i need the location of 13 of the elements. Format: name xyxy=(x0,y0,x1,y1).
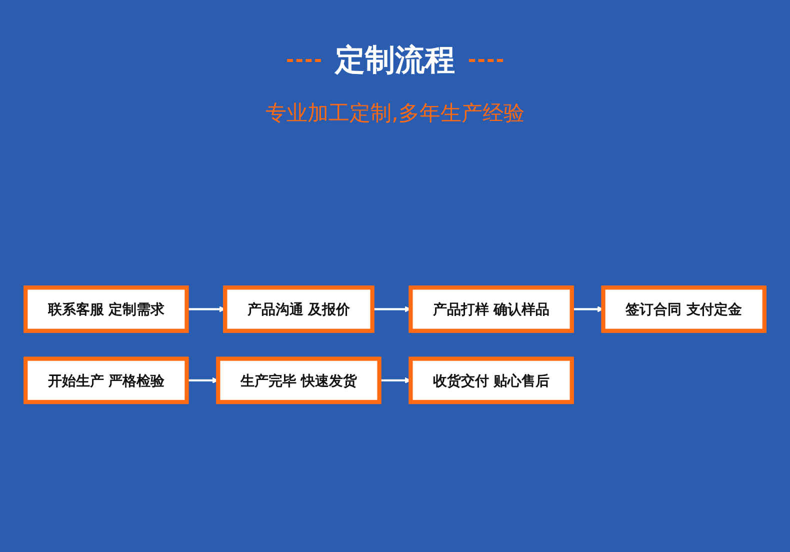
node-box: 产品打样 确认样品 xyxy=(408,286,574,334)
title: 定制流程 xyxy=(335,42,455,80)
arrow xyxy=(186,378,218,384)
node-box: 签订合同 支付定金 xyxy=(601,286,766,334)
subtitle: 专业加工定制,多年生产经验 xyxy=(264,100,526,127)
node-box: 收货交付 贴心售后 xyxy=(408,356,574,404)
arrow xyxy=(379,378,411,384)
arrow xyxy=(186,306,226,312)
node-box: 开始生产 严格检验 xyxy=(24,356,189,404)
node-box: 生产完毕 快速发货 xyxy=(216,356,382,404)
node-box: 产品沟通 及报价 xyxy=(223,286,374,334)
arrow xyxy=(372,306,411,312)
node-box: 联系客服 定制需求 xyxy=(24,286,189,334)
